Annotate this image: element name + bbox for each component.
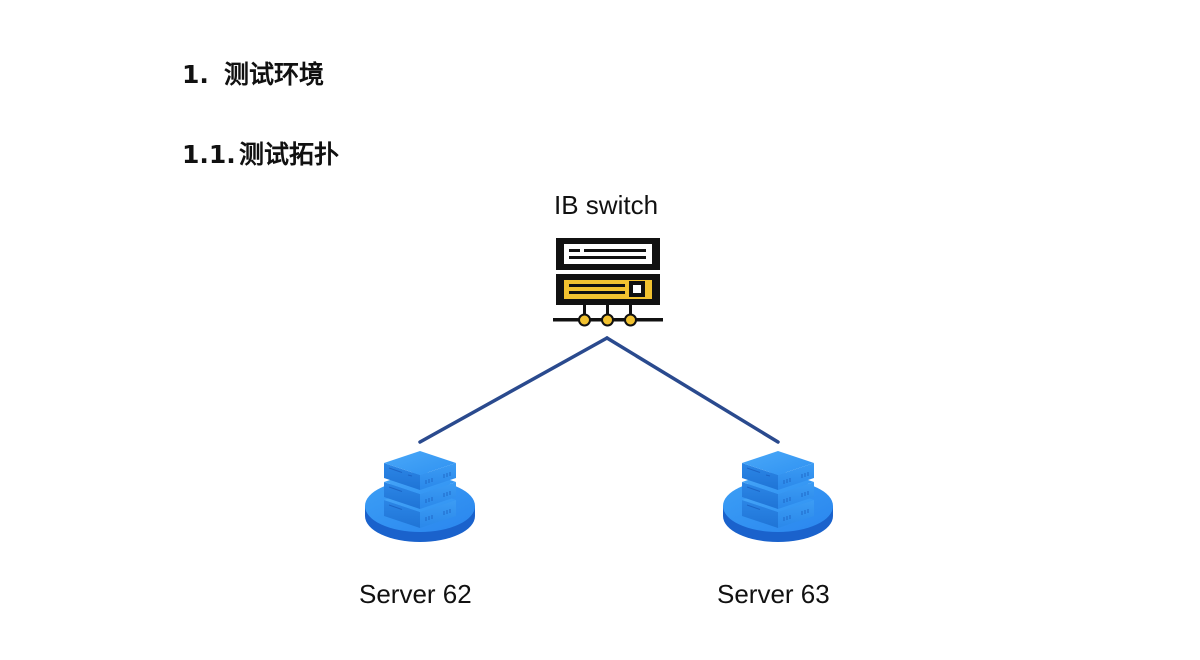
section-number: 1. xyxy=(182,60,209,89)
link-switch-server63 xyxy=(605,336,780,444)
server-62-icon xyxy=(364,450,476,543)
section-title: 测试环境 xyxy=(224,60,325,89)
server-63-icon xyxy=(722,450,834,543)
server-63-label: Server 63 xyxy=(717,579,830,609)
network-switch-icon xyxy=(553,238,663,327)
section-heading: 1. 测试环境 xyxy=(182,55,324,91)
subsection-heading: 1.1.测试拓扑 xyxy=(182,135,339,171)
link-switch-server62 xyxy=(418,336,609,444)
server-62-label: Server 62 xyxy=(359,579,472,609)
subsection-title: 测试拓扑 xyxy=(239,140,340,169)
subsection-number: 1.1. xyxy=(182,140,236,169)
switch-label: IB switch xyxy=(554,190,659,220)
